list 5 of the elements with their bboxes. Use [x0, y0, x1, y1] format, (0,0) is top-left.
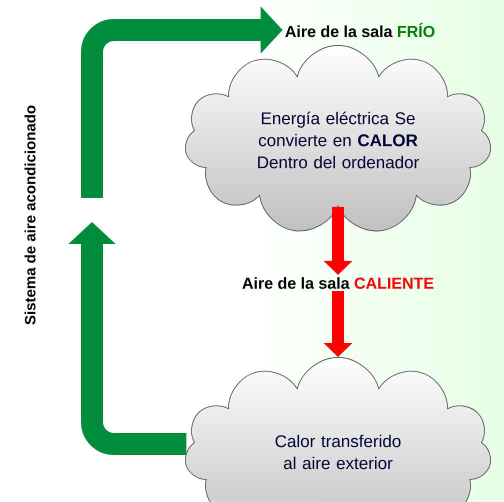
vertical-label: Sistema de aire acondicionado [24, 106, 36, 325]
status-word: FRÍO [398, 22, 434, 38]
status-word: CALIENTE [354, 278, 434, 289]
heading-text: Aire de la sala [242, 277, 350, 289]
heading-text: Aire de la sala [285, 25, 393, 38]
